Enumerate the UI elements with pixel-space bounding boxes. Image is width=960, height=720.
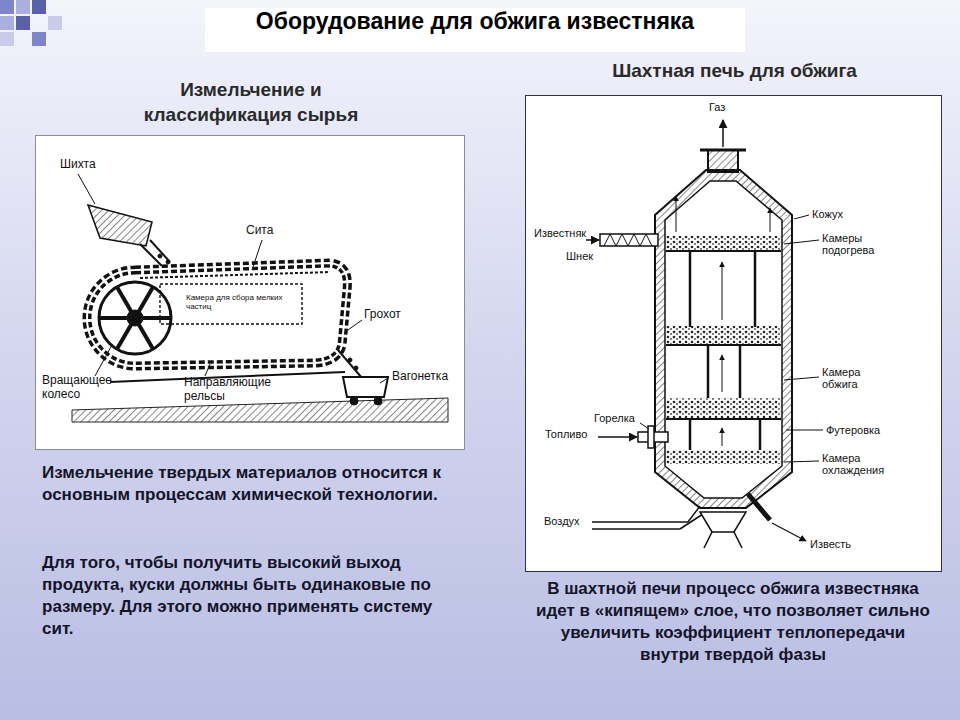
caption: В шахтной печи процесс обжига известняка… [533,578,933,666]
figure-panel: Измельчение и классификация сырья [35,135,465,450]
body-text: Измельчение твердых материалов относится… [42,462,452,506]
part-label: Камера охлаждения [822,452,904,476]
part-label: Известь [810,538,870,551]
part-label: Футеровка [826,424,901,437]
part-label: Камера обжига [822,366,884,390]
part-label: Кожух [812,208,872,221]
figure-panel: Шахтная печь для обжига [525,95,942,572]
panel-heading: Шахтная печь для обжига [545,58,925,84]
part-label: Направляющие рельсы [184,376,276,404]
panel-bg [525,95,942,572]
part-label: Грохот [364,308,424,322]
panel-heading: Измельчение и классификация сырья [116,77,386,128]
part-label: Газ [709,101,749,114]
shaft-kiln-drawing [586,120,823,548]
part-label: Известняк [534,227,604,240]
crusher-drawing [72,174,448,422]
part-label: Топливо [545,428,600,441]
slide-title: Оборудование для обжига известняка [205,8,745,52]
part-label: Камера для сбора мелких частиц [186,294,286,312]
part-label: Горелка [594,412,649,425]
part-label: Вагонетка [392,370,460,384]
title-box [205,8,745,52]
decor-squares [0,0,62,46]
part-label: Воздух [544,515,594,528]
part-label: Камеры подогрева [822,232,894,256]
part-label: Вращающее колесо [42,374,124,402]
body-text: Для того, чтобы получить высокий выход п… [42,552,452,640]
part-label: Шихта [60,158,120,172]
panel-bg [35,135,465,450]
part-label: Сита [246,224,296,238]
part-label: Шнек [566,250,606,263]
